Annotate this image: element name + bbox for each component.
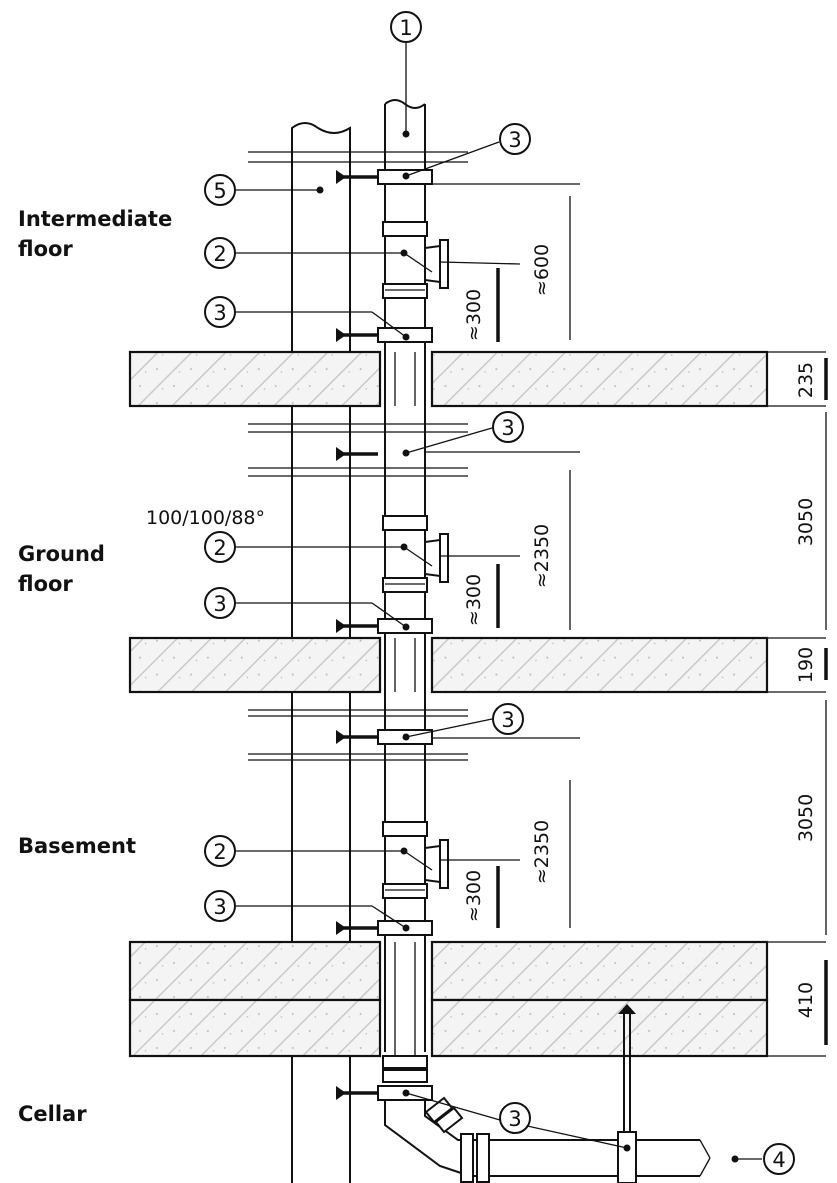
pipe-clamps (336, 169, 433, 1101)
dim-storey-upper: 3050 (795, 498, 817, 546)
callout-3: 3 (492, 703, 524, 735)
svg-text:2: 2 (213, 840, 226, 864)
callout-4: 4 (763, 1143, 795, 1175)
branch-fitting-lower (382, 821, 449, 899)
callout-3: 3 (492, 411, 524, 443)
dim-branch-lower: ≈2350 (531, 820, 553, 884)
svg-text:3: 3 (501, 416, 514, 440)
dim-clamp-lower: ≈300 (463, 870, 485, 922)
svg-text:4: 4 (772, 1148, 785, 1172)
wall (291, 122, 351, 1183)
label-cellar: Cellar (18, 1102, 87, 1126)
callout-3: 3 (499, 123, 531, 155)
svg-text:3: 3 (213, 301, 226, 325)
clamp-3 (336, 447, 378, 461)
callout-5: 5 (204, 174, 236, 206)
svg-text:3: 3 (213, 895, 226, 919)
dim-clamp-middle: ≈300 (463, 574, 485, 626)
callout-3: 3 (204, 890, 236, 922)
dim-slab-bottom: 410 (795, 982, 817, 1018)
svg-text:2: 2 (213, 242, 226, 266)
dim-branch-middle: ≈2350 (531, 524, 553, 588)
callout-1: 1 (390, 11, 422, 43)
clamp-4 (336, 618, 433, 634)
svg-text:1: 1 (399, 16, 412, 40)
floor-slab-bottom (128, 940, 769, 1058)
svg-text:3: 3 (213, 592, 226, 616)
svg-text:3: 3 (508, 128, 521, 152)
floor-slab-top (128, 350, 769, 408)
dim-slab-top: 235 (795, 362, 817, 398)
collector-pipe (382, 1004, 711, 1183)
label-ground-floor-line2: floor (18, 572, 73, 596)
dim-branch-upper: ≈600 (531, 244, 553, 296)
dim-slab-middle: 190 (795, 647, 817, 683)
callout-2: 2 (204, 237, 236, 269)
label-ground-floor-line1: Ground (18, 542, 105, 566)
callout-2: 2 (204, 531, 236, 563)
callout-2: 2 (204, 835, 236, 867)
label-intermediate-floor-line2: floor (18, 237, 73, 261)
fitting-spec-label: 100/100/88° (146, 507, 265, 529)
svg-text:3: 3 (501, 708, 514, 732)
branch-fitting-upper (382, 221, 449, 299)
branch-fitting-middle (382, 515, 449, 593)
svg-text:3: 3 (508, 1107, 521, 1131)
dim-clamp-upper: ≈300 (463, 289, 485, 341)
svg-text:2: 2 (213, 536, 226, 560)
label-basement: Basement (18, 834, 136, 858)
label-intermediate-floor-line1: Intermediate (18, 207, 172, 231)
callout-3: 3 (204, 587, 236, 619)
dim-storey-lower: 3050 (795, 794, 817, 842)
svg-text:5: 5 (213, 179, 226, 203)
break-lines (248, 151, 580, 761)
dimension-lines (496, 196, 828, 1057)
callout-3: 3 (204, 296, 236, 328)
callout-3: 3 (499, 1102, 531, 1134)
leader-lines (236, 43, 762, 1163)
floor-slab-middle (128, 636, 769, 694)
